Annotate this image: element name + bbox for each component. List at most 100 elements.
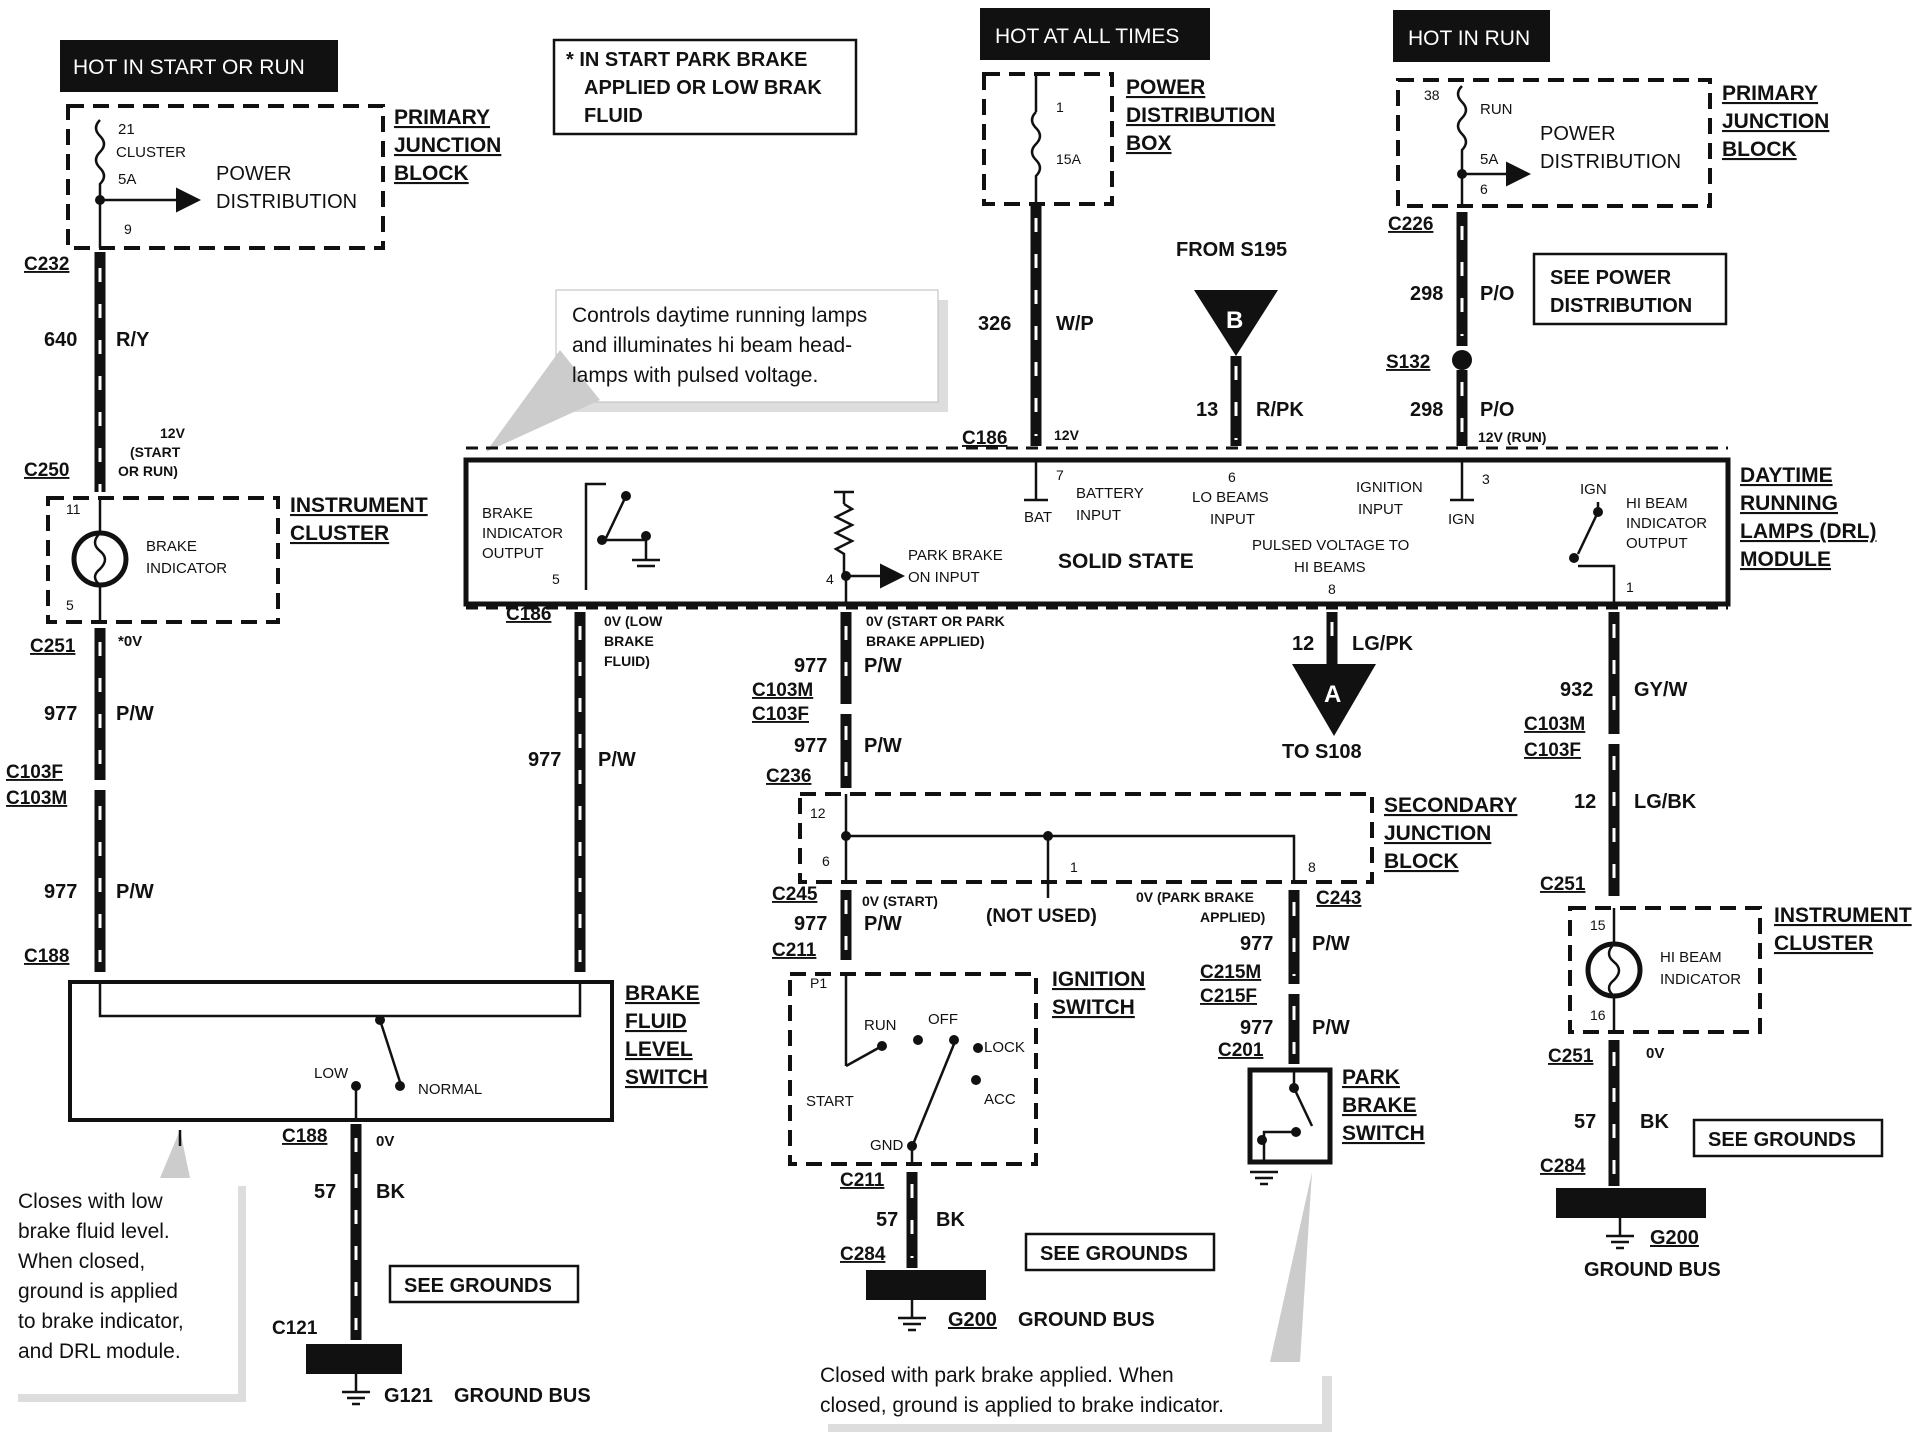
svg-text:38: 38 <box>1424 87 1440 103</box>
svg-text:SEE GROUNDS: SEE GROUNDS <box>404 1275 552 1297</box>
svg-text:11: 11 <box>66 501 81 517</box>
svg-text:LAMPS (DRL): LAMPS (DRL) <box>1740 520 1876 543</box>
svg-text:15A: 15A <box>1056 151 1082 167</box>
svg-text:brake fluid level.: brake fluid level. <box>18 1220 170 1243</box>
svg-text:OFF: OFF <box>928 1011 958 1028</box>
svg-text:GY/W: GY/W <box>1634 679 1687 701</box>
svg-text:Controls daytime running lamps: Controls daytime running lamps <box>572 304 867 327</box>
svg-text:ACC: ACC <box>984 1091 1016 1108</box>
svg-text:16: 16 <box>1590 1007 1606 1023</box>
connector-c284-middle: C284 <box>840 1244 886 1265</box>
svg-text:B: B <box>1226 307 1243 334</box>
svg-text:1: 1 <box>1056 99 1064 115</box>
svg-text:SOLID STATE: SOLID STATE <box>1058 550 1194 573</box>
connector-c251-left: C251 <box>30 636 76 657</box>
hot-in-run-label: HOT IN RUN <box>1393 10 1550 62</box>
svg-text:977: 977 <box>44 881 77 903</box>
see-grounds-middle: SEE GROUNDS <box>1024 1232 1216 1272</box>
svg-text:PULSED VOLTAGE TO: PULSED VOLTAGE TO <box>1252 537 1409 554</box>
wire-977-brake-indicator: 977 P/W <box>528 612 636 972</box>
svg-text:3: 3 <box>1482 471 1490 487</box>
connector-c245: C245 <box>772 884 818 905</box>
connector-c236: C236 <box>766 766 811 787</box>
connector-c232: C232 <box>24 254 69 275</box>
wire-977-to-sjb: 977 P/W <box>794 714 902 788</box>
wire-326: 326 W/P <box>978 204 1094 446</box>
svg-text:RUN: RUN <box>1480 101 1513 118</box>
svg-text:SWITCH: SWITCH <box>1342 1122 1425 1145</box>
connector-c211-top: C211 <box>772 940 817 961</box>
svg-text:LG/PK: LG/PK <box>1352 633 1414 655</box>
svg-text:5A: 5A <box>1480 151 1498 168</box>
svg-text:CLUSTER: CLUSTER <box>290 522 389 545</box>
connector-c103f-left: C103F <box>6 762 63 783</box>
svg-text:POWER: POWER <box>1126 76 1205 99</box>
svg-text:HOT IN START OR RUN: HOT IN START OR RUN <box>73 56 305 79</box>
svg-text:ground is applied: ground is applied <box>18 1280 178 1303</box>
connector-s132: S132 <box>1386 352 1430 373</box>
voltage-or-run: OR RUN) <box>118 463 178 479</box>
svg-text:G121: G121 <box>384 1385 433 1407</box>
svg-text:P/W: P/W <box>116 881 154 903</box>
svg-text:P/W: P/W <box>864 735 902 757</box>
svg-text:FLUID: FLUID <box>625 1010 687 1033</box>
svg-text:PRIMARY: PRIMARY <box>394 106 490 129</box>
ground-g200-right: G200 GROUND BUS <box>1556 1188 1721 1281</box>
svg-text:12: 12 <box>810 805 826 821</box>
voltage-star-0v: *0V <box>118 633 142 650</box>
svg-text:BOX: BOX <box>1126 132 1172 155</box>
wire-298-upper: 298 P/O <box>1410 212 1514 346</box>
svg-text:13: 13 <box>1196 399 1218 421</box>
svg-text:closed, ground is applied to b: closed, ground is applied to brake indic… <box>820 1394 1224 1417</box>
park-brake-callout: Closed with park brake applied. When clo… <box>818 1172 1332 1432</box>
instrument-cluster-right: 15 16 HI BEAM INDICATOR INSTRUMENT CLUST… <box>1568 904 1912 1034</box>
svg-text:R/Y: R/Y <box>116 329 150 351</box>
svg-text:57: 57 <box>876 1209 898 1231</box>
power-distribution-box: 1 15A POWER DISTRIBUTION BOX <box>982 72 1275 206</box>
brake-fluid-callout: Closes with low brake fluid level. When … <box>10 1130 246 1402</box>
svg-text:BLOCK: BLOCK <box>1384 850 1459 873</box>
splice-ref-a: A <box>1292 664 1376 736</box>
ground-g200-middle: G200 GROUND BUS <box>866 1270 1155 1332</box>
drl-module: BRAKE INDICATOR OUTPUT 5 4 PARK BRAKE ON… <box>463 446 1876 610</box>
voltage-fluid: FLUID) <box>604 653 650 669</box>
svg-text:START: START <box>806 1093 854 1110</box>
svg-text:POWER: POWER <box>1540 123 1616 145</box>
svg-text:FLUID: FLUID <box>584 105 643 127</box>
svg-text:MODULE: MODULE <box>1740 548 1831 571</box>
from-s195-label: FROM S195 <box>1176 239 1287 261</box>
svg-text:298: 298 <box>1410 399 1443 421</box>
voltage-applied: APPLIED) <box>1200 909 1265 925</box>
svg-text:SECONDARY: SECONDARY <box>1384 794 1517 817</box>
connector-c284-right: C284 <box>1540 1156 1586 1177</box>
svg-text:G200: G200 <box>948 1309 997 1331</box>
svg-text:977: 977 <box>1240 1017 1273 1039</box>
park-brake-switch: PARK BRAKE SWITCH <box>1247 1066 1425 1186</box>
wire-57-left: 57 BK <box>314 1124 405 1340</box>
svg-text:1: 1 <box>1070 859 1078 875</box>
svg-text:977: 977 <box>528 749 561 771</box>
svg-text:8: 8 <box>1328 581 1336 597</box>
svg-text:RUN: RUN <box>864 1017 897 1034</box>
voltage-12v-bat: 12V <box>1054 427 1080 443</box>
brake-fluid-level-switch: LOW NORMAL BRAKE FLUID LEVEL SWITCH <box>68 980 708 1122</box>
svg-text:P/O: P/O <box>1480 283 1514 305</box>
svg-text:APPLIED OR LOW BRAK: APPLIED OR LOW BRAK <box>584 77 822 99</box>
svg-text:W/P: W/P <box>1056 313 1094 335</box>
svg-text:GROUND BUS: GROUND BUS <box>454 1385 591 1407</box>
svg-text:IGN: IGN <box>1448 511 1475 528</box>
svg-text:8: 8 <box>1308 859 1316 875</box>
svg-text:SEE GROUNDS: SEE GROUNDS <box>1040 1243 1188 1265</box>
svg-text:CLUSTER: CLUSTER <box>1774 932 1873 955</box>
svg-text:GROUND BUS: GROUND BUS <box>1018 1309 1155 1331</box>
svg-text:932: 932 <box>1560 679 1593 701</box>
connector-c215f: C215F <box>1200 986 1257 1007</box>
svg-text:INSTRUMENT: INSTRUMENT <box>290 494 428 517</box>
svg-text:PARK: PARK <box>1342 1066 1400 1089</box>
wire-977-to-ignition: 977 P/W <box>794 890 902 960</box>
svg-text:977: 977 <box>44 703 77 725</box>
svg-text:BK: BK <box>1640 1111 1669 1133</box>
svg-text:4: 4 <box>826 571 834 587</box>
svg-text:1: 1 <box>1626 579 1634 595</box>
svg-text:INDICATOR: INDICATOR <box>482 525 563 542</box>
